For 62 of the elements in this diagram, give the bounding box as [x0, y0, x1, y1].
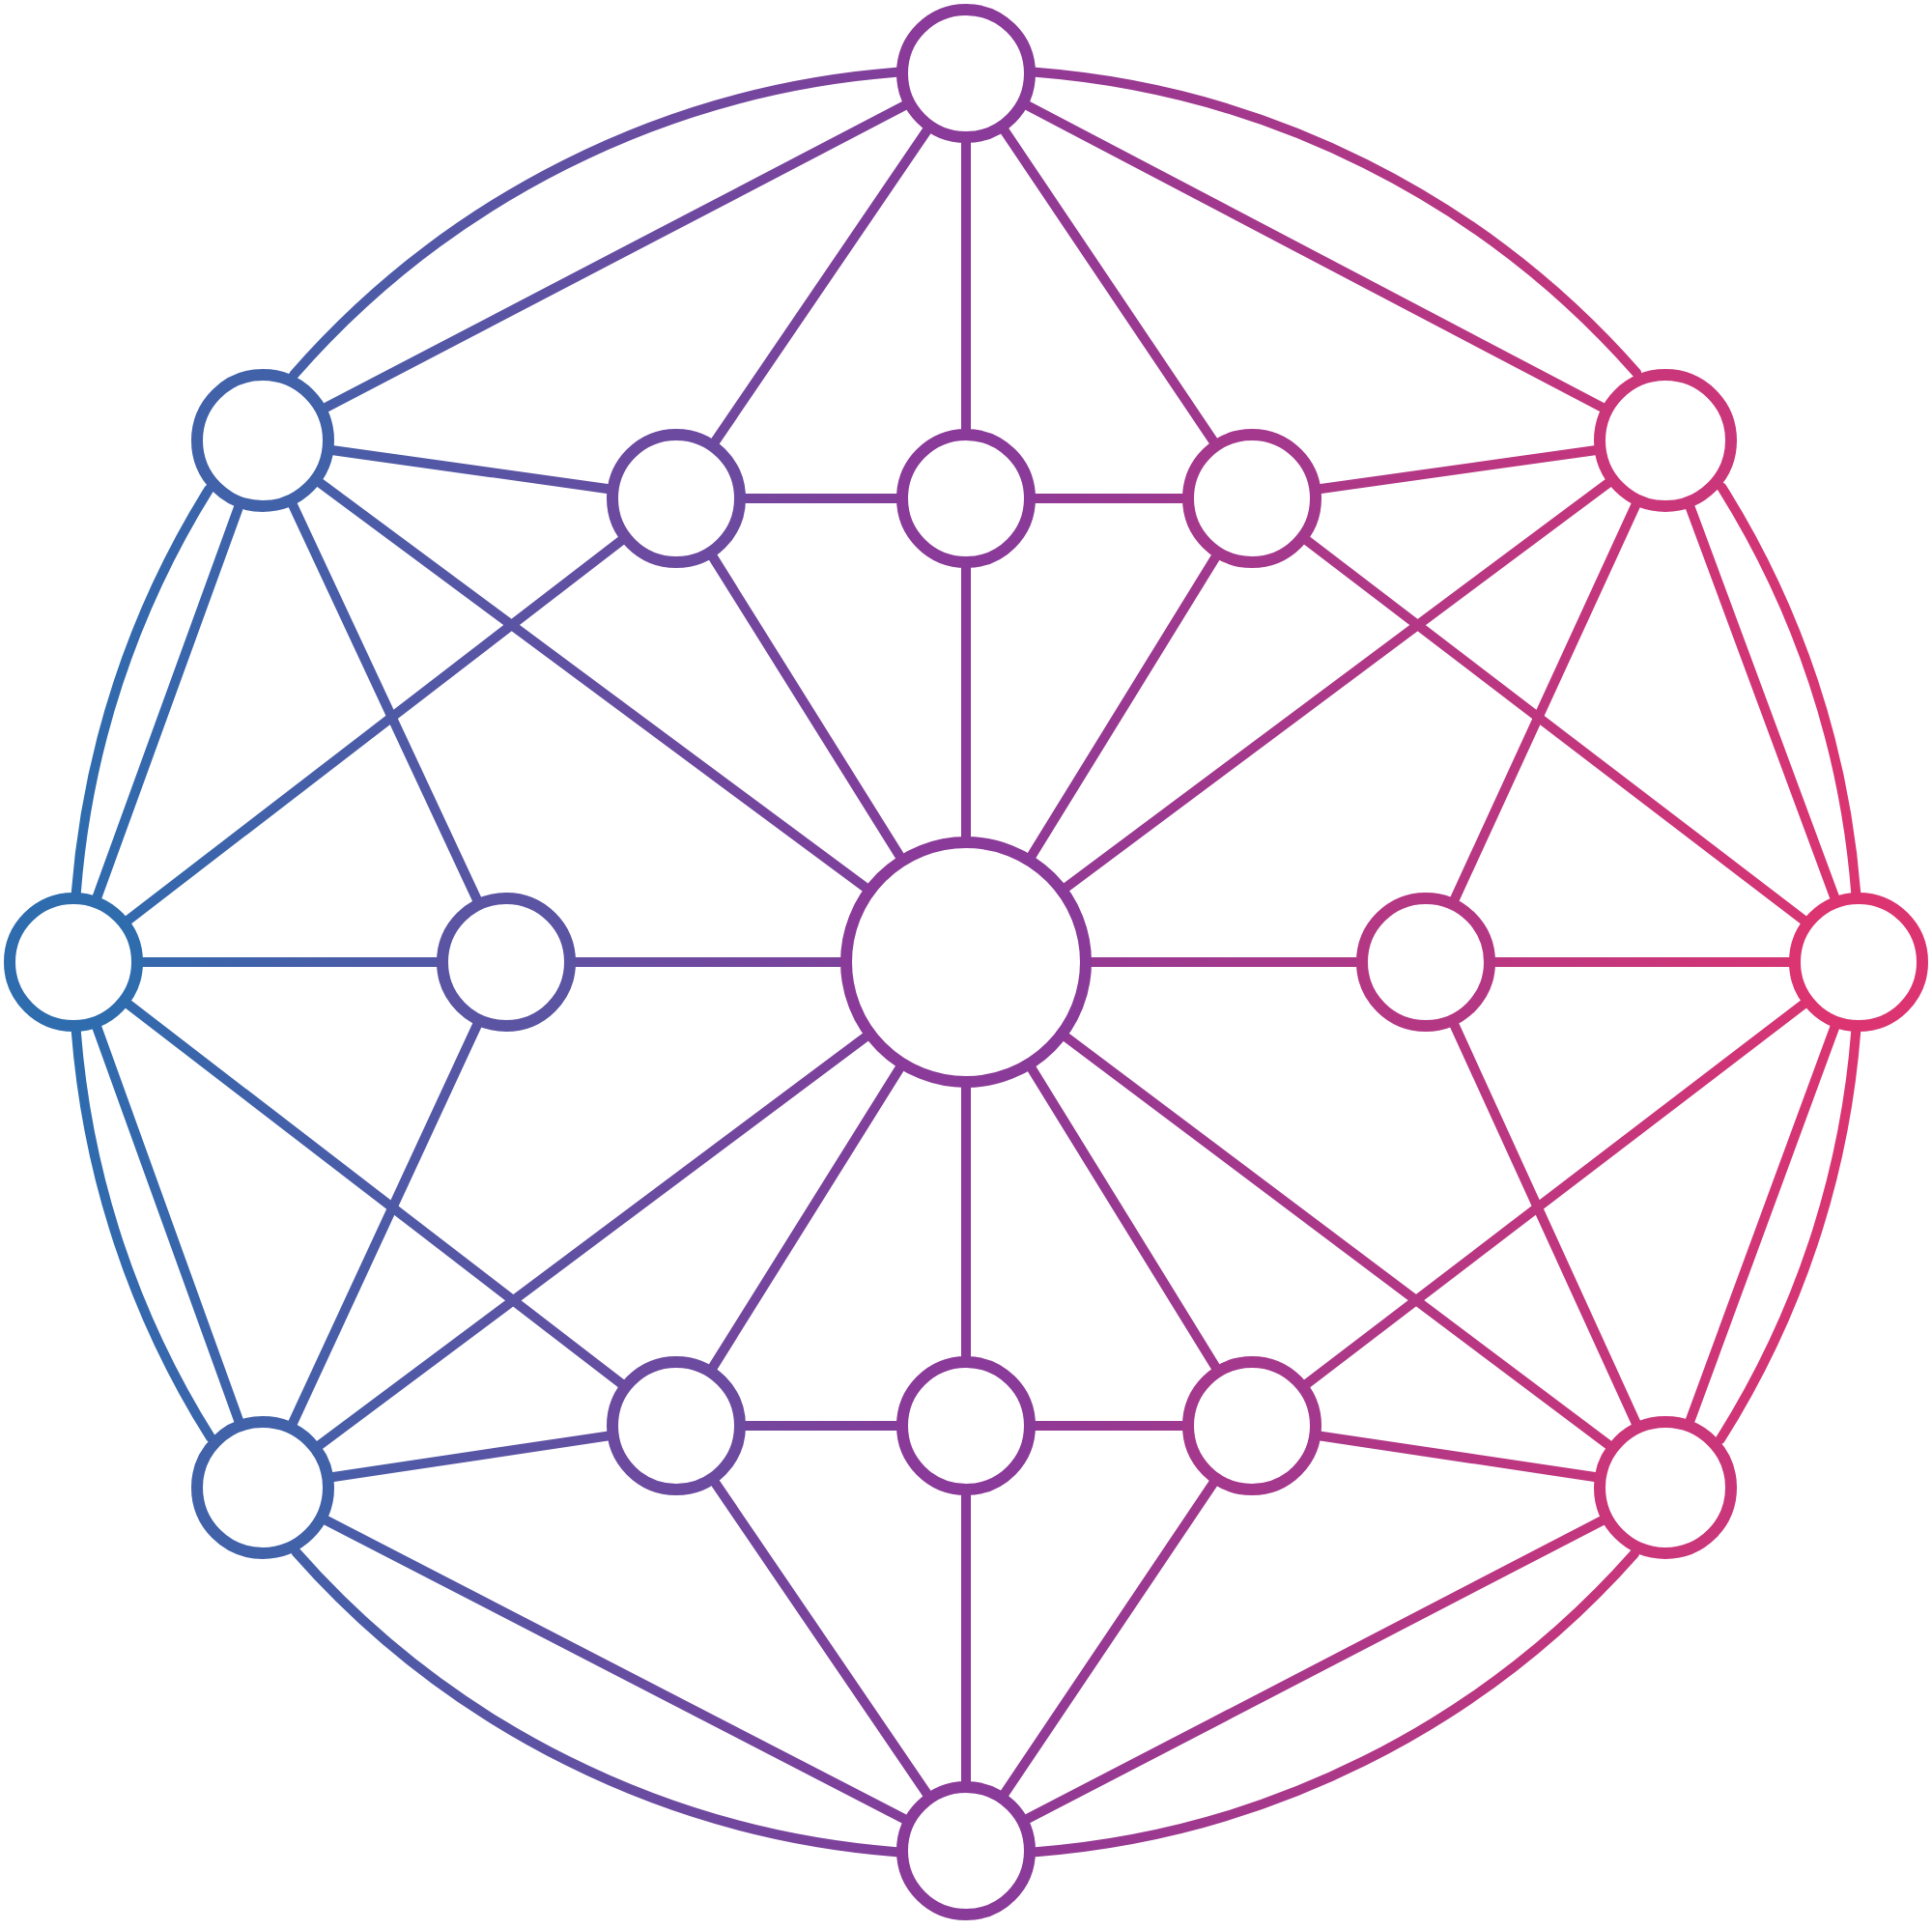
connector-line — [1027, 1064, 1221, 1372]
connector-line — [315, 478, 870, 893]
node-circle — [607, 1356, 746, 1495]
connector-line — [328, 1431, 612, 1482]
connector-line — [288, 1020, 482, 1428]
connector-line — [708, 553, 905, 861]
connector-line — [1491, 957, 1794, 967]
arc-connector — [1715, 1027, 1861, 1445]
connector-line — [1316, 1431, 1600, 1482]
connector-line — [1450, 500, 1641, 904]
connector-line — [1449, 1020, 1641, 1428]
arc-connector — [291, 1547, 901, 1858]
arc-connector — [289, 67, 901, 380]
connector-line — [1031, 1421, 1187, 1431]
arc-connector — [71, 1027, 215, 1443]
connector-line — [1027, 553, 1221, 861]
connector-line — [961, 1490, 971, 1786]
node-circle — [1182, 429, 1321, 568]
arc-connector — [1031, 1548, 1639, 1858]
connector-line — [961, 563, 971, 841]
connector-line — [321, 100, 910, 412]
connector-line — [1302, 535, 1808, 925]
connector-line — [328, 445, 612, 494]
node-circle — [896, 1781, 1036, 1920]
connector-line — [571, 957, 845, 967]
connector-line — [961, 1083, 971, 1361]
connector-line — [710, 1478, 932, 1799]
arc-connector — [1717, 482, 1861, 897]
node-circle — [1182, 1356, 1321, 1495]
connector-line — [1022, 100, 1607, 412]
connector-line — [708, 1064, 905, 1372]
arc-connector — [1031, 67, 1642, 378]
connector-line — [315, 1032, 870, 1450]
node-circle — [1594, 1416, 1737, 1559]
node-circle — [896, 4, 1036, 143]
connector-line — [321, 1516, 909, 1824]
connector-line — [741, 1421, 901, 1431]
connector-line — [92, 1022, 243, 1426]
connector-line — [1685, 502, 1839, 902]
connector-line — [1087, 957, 1361, 967]
connector-line — [1316, 445, 1600, 494]
connector-line — [1000, 1478, 1218, 1799]
node-circle — [1594, 369, 1737, 512]
connector-line — [1031, 494, 1187, 503]
arc-connector — [71, 484, 214, 897]
connector-line — [138, 957, 441, 967]
connector-line — [1062, 478, 1613, 893]
connector-line — [124, 999, 626, 1389]
connector-line — [1685, 1022, 1840, 1426]
connector-line — [741, 494, 901, 503]
node-circle — [607, 429, 746, 568]
connector-line — [710, 126, 932, 446]
node-circle — [191, 369, 334, 512]
connector-line — [124, 535, 626, 925]
node-circle — [191, 1416, 334, 1559]
connector-line — [1302, 999, 1808, 1389]
connector-line — [92, 502, 243, 902]
connector-line — [1022, 1516, 1607, 1824]
connector-line — [288, 500, 482, 904]
connector-line — [1062, 1033, 1613, 1450]
connector-line — [1000, 126, 1218, 446]
connector-line — [961, 138, 971, 434]
